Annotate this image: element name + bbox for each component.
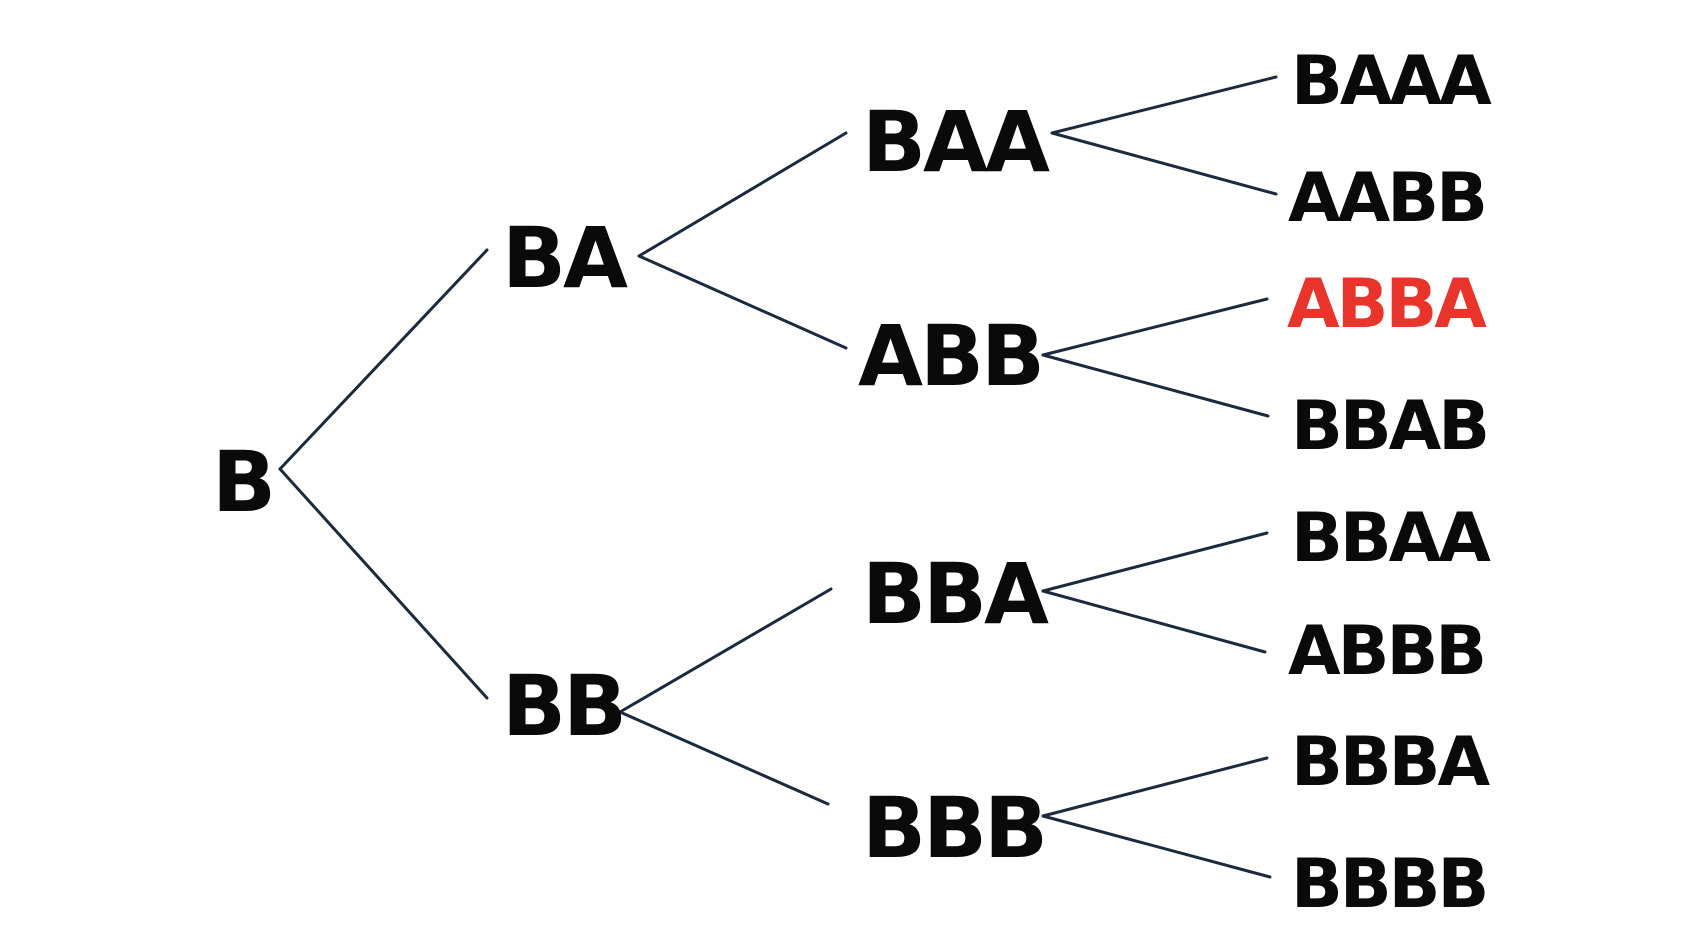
node-root: B <box>212 433 276 531</box>
edge-baa-baaa <box>1050 75 1278 135</box>
node-level2-bbb: BBB <box>862 779 1048 877</box>
node-level3-bbbb: BBBB <box>1291 845 1489 924</box>
edge-b-ba <box>278 248 489 471</box>
edge-abb-bbab <box>1041 353 1270 418</box>
edge-bb-bba <box>618 587 833 714</box>
node-level1-ba: BA <box>502 209 628 307</box>
node-level3-baaa: BAAA <box>1291 42 1492 121</box>
node-level2-abb: ABB <box>858 307 1045 405</box>
edge-bba-bbaa <box>1041 531 1269 593</box>
node-level3-bbaa: BBAA <box>1291 499 1491 578</box>
node-level2-baa: BAA <box>862 93 1050 191</box>
node-level2-bba: BBA <box>862 545 1049 643</box>
edge-bbb-bbbb <box>1041 814 1272 879</box>
node-level1-bb: BB <box>502 657 627 755</box>
edge-ba-abb <box>637 254 848 350</box>
node-level3-aabb: AABB <box>1288 159 1488 238</box>
edge-bb-bbb <box>618 710 830 806</box>
edge-bba-abbb <box>1041 589 1267 654</box>
node-level3-abba-highlighted: ABBA <box>1287 265 1487 344</box>
node-level3-bbba: BBBA <box>1291 723 1490 802</box>
edge-bbb-bbba <box>1041 756 1269 818</box>
node-level3-abbb: ABBB <box>1288 612 1487 691</box>
edge-b-bb <box>278 467 489 700</box>
edge-baa-aabb <box>1050 131 1278 196</box>
node-level3-bbab: BBAB <box>1291 387 1490 466</box>
edge-abb-abba <box>1041 297 1269 357</box>
edge-ba-baa <box>637 131 848 258</box>
